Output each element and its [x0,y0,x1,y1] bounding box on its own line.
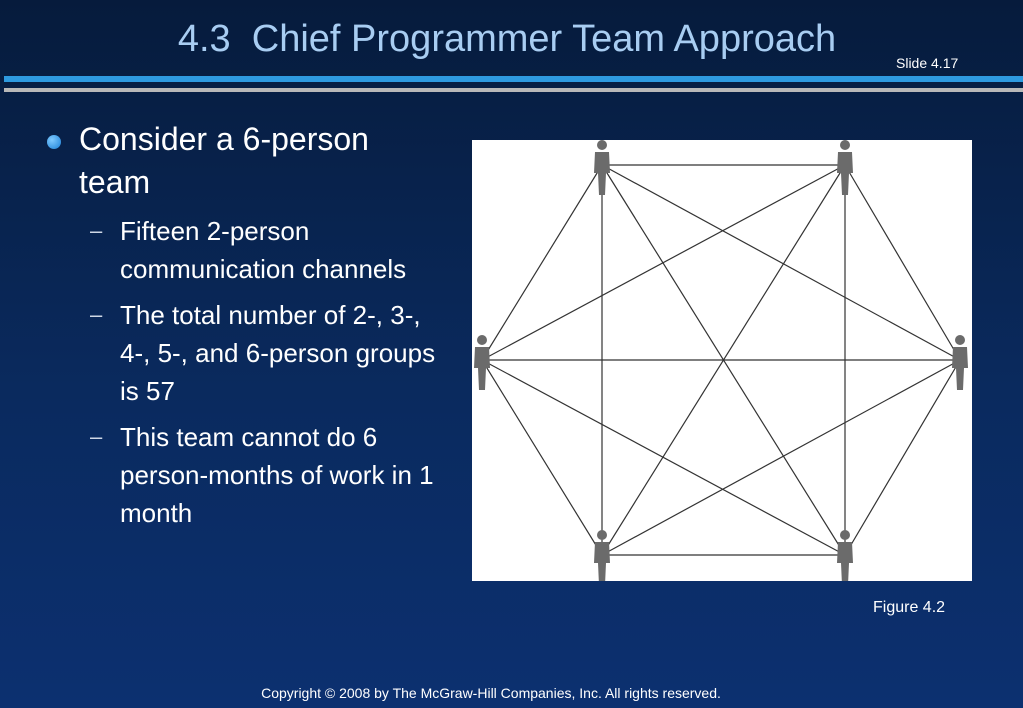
person-icon [594,530,610,581]
bullet-item: Consider a 6-person team [40,118,440,204]
figure-caption: Figure 4.2 [873,599,946,616]
person-icon [837,530,853,581]
copyright-notice: Copyright © 2008 by The McGraw-Hill Comp… [261,685,721,701]
channel-diagram [474,140,968,581]
person-icon [837,140,853,195]
channel-line [481,359,846,556]
channel-line [481,164,846,361]
bullet-text: Consider a 6-person team [79,121,369,200]
sub-bullet-text: The total number of 2-, 3-, 4-, 5-, and … [120,300,436,406]
channel-line [481,359,603,556]
channel-line [844,359,961,556]
bullet-dot-icon [47,135,61,149]
slide-title: 4.3 Chief Programmer Team Approach [177,18,837,60]
sub-bullet-text: This team cannot do 6 person-months of w… [120,422,434,528]
slide-number: Slide 4.17 [896,55,959,71]
sub-bullet-item: – This team cannot do 6 person-months of… [40,418,440,532]
sub-bullet-text: Fifteen 2-person communication channels [120,216,407,284]
sub-bullet-item: – The total number of 2-, 3-, 4-, 5-, an… [40,296,440,410]
bullet-list: Consider a 6-person team – Fifteen 2-per… [40,118,440,532]
person-icon [594,140,610,195]
channel-line [481,164,603,361]
communication-channels-figure [472,140,972,581]
dash-icon: – [90,424,103,449]
channel-line [844,164,961,361]
divider-bar [4,88,1023,92]
sub-bullet-item: – Fifteen 2-person communication channel… [40,212,440,288]
person-icon [474,335,490,390]
person-icon [952,335,968,390]
dash-icon: – [90,302,103,327]
accent-bar [4,76,1023,82]
channel-line [601,359,961,556]
channel-line [601,164,961,361]
dash-icon: – [90,218,103,243]
